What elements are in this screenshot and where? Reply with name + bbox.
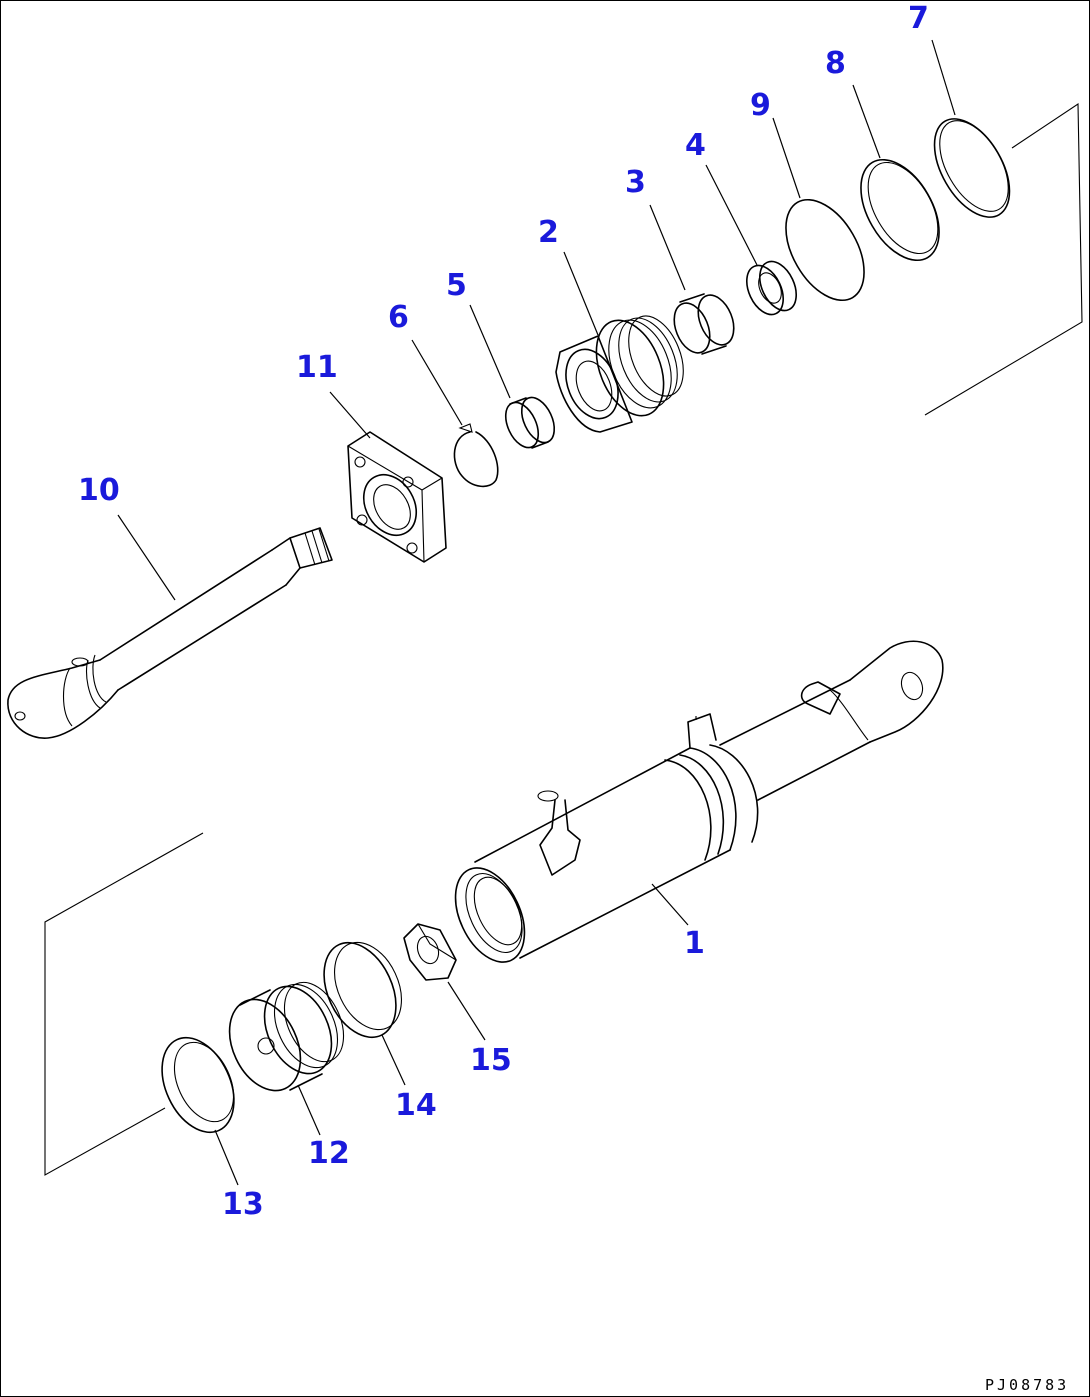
callout-7: 7: [908, 1, 929, 36]
bushing-part-5: [504, 396, 556, 449]
backup-ring-part-8: [860, 158, 940, 262]
callout-2: 2: [538, 215, 559, 250]
cylinder-tube-part-1: [454, 640, 944, 963]
nut-part-15: [403, 923, 457, 981]
callout-4: 4: [685, 128, 706, 163]
callout-6: 6: [388, 300, 409, 335]
leader-lines: [117, 39, 956, 1186]
ring-part-14: [323, 941, 402, 1039]
cylinder-head-part-2: [555, 315, 684, 433]
piston-rod-part-10: [7, 527, 333, 739]
callout-14: 14: [395, 1088, 437, 1123]
lower-group-bracket: [44, 832, 204, 1176]
snap-ring-part-6: [453, 431, 499, 488]
callout-9: 9: [750, 88, 771, 123]
callout-11: 11: [296, 350, 338, 385]
callout-3: 3: [625, 165, 646, 200]
rod-packing-part-4: [746, 260, 797, 316]
callout-8: 8: [825, 46, 846, 81]
callout-10: 10: [78, 473, 120, 508]
callout-15: 15: [470, 1043, 512, 1078]
drawing-id: PJ08783: [985, 1376, 1069, 1394]
o-ring-part-9: [785, 198, 865, 302]
callout-1: 1: [684, 926, 705, 961]
callout-5: 5: [446, 268, 467, 303]
piston-part-12: [228, 981, 345, 1092]
upper-group-bracket: [924, 102, 1083, 416]
bushing-part-3: [673, 293, 735, 355]
flange-part-11: [347, 431, 447, 563]
callout-13: 13: [222, 1187, 264, 1222]
ring-part-7: [933, 118, 1011, 218]
seal-ring-part-13: [161, 1036, 235, 1134]
callout-labels: 7 8 9 4 3 2 5 6 11 10 1 15 14 12 13: [78, 1, 929, 1222]
callout-12: 12: [308, 1136, 350, 1171]
